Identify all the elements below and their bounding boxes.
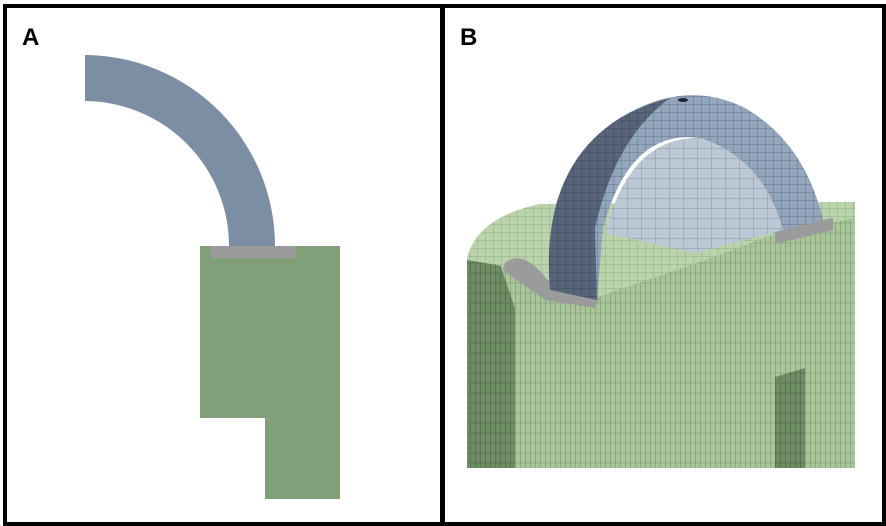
panel-a-label: A (22, 24, 40, 51)
panel-b-diagram (467, 95, 855, 468)
gasket-strip (211, 246, 296, 258)
base-cross-section (200, 246, 340, 499)
dome-inner-surface (605, 137, 783, 253)
gasket-ring-right (775, 218, 833, 244)
panel-b: B (441, 4, 886, 526)
panel-a: A (3, 4, 444, 526)
outer-cylinder-shadow (467, 232, 515, 468)
dome-shell-dark (548, 98, 670, 300)
dome-apex (678, 98, 688, 102)
gasket-ring (503, 258, 600, 308)
panel-b-label: B (460, 24, 478, 51)
dome-cross-section (85, 55, 275, 246)
inner-step-ledge (570, 370, 775, 468)
panel-a-diagram (85, 55, 340, 499)
